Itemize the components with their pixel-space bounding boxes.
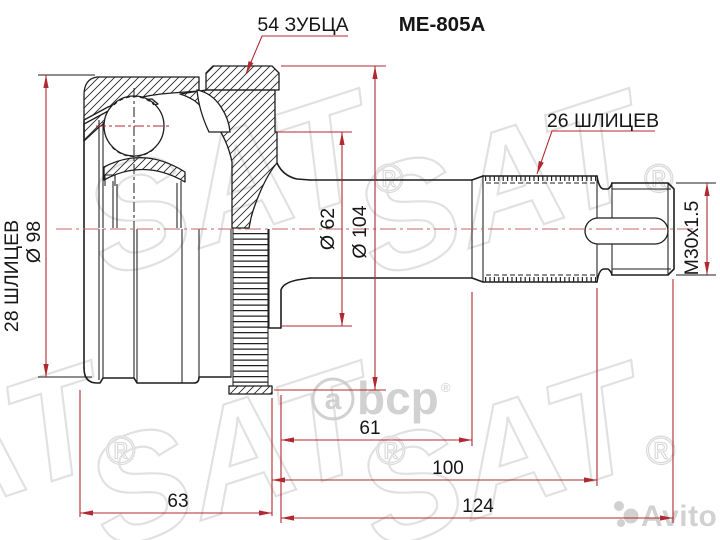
avito-dot-icon: [617, 519, 625, 527]
extension-lines-lengths: [79, 279, 674, 523]
registered-mark-icon: ®: [374, 157, 403, 201]
dimension-lines: [38, 35, 716, 523]
label-abs-teeth: 54 ЗУБЦА: [257, 14, 348, 36]
leader-outer-splines: [536, 130, 655, 175]
arrow-icon: [339, 132, 345, 145]
thread-outline: [611, 182, 675, 276]
abcp-circle-icon: [311, 377, 355, 421]
arrow-icon: [246, 61, 254, 74]
label-outer-splines: 26 ШЛИЦЕВ: [547, 110, 659, 132]
avito-watermark: Avito: [614, 500, 717, 533]
shaft-edges: [309, 179, 473, 279]
arrow-icon: [704, 262, 710, 275]
abs-ring-bottom-cap: [228, 385, 273, 395]
arrow-icon: [281, 515, 294, 521]
dim-label-61: 61: [359, 418, 380, 439]
arrow-icon: [660, 515, 673, 521]
extension-lines-black: [38, 74, 716, 378]
arrow-icon: [281, 437, 294, 443]
registered-mark-icon: ®: [644, 157, 673, 201]
arrow-icon: [372, 66, 378, 79]
abcp-registered-icon: ®: [441, 380, 451, 395]
avito-text: Avito: [641, 500, 717, 533]
arrow-icon: [272, 477, 285, 483]
ball-hidden-contour: [111, 146, 157, 158]
abs-ring-teeth-edges: [232, 229, 269, 386]
boss-bottom-and-fillet: [268, 277, 311, 329]
arrow-icon: [372, 377, 378, 390]
ball-track-pocket: [196, 89, 231, 133]
dim-label-d98: Ø 98: [23, 221, 45, 263]
relief-groove: [596, 175, 613, 283]
registered-mark-icon: ®: [106, 429, 135, 473]
inner-race-section: [103, 157, 186, 183]
arrow-icon: [80, 510, 93, 516]
arrow-icon: [259, 510, 272, 516]
leader-abs-teeth: [245, 35, 348, 75]
extension-lines-diameters: [274, 65, 386, 391]
arrow-icon: [704, 183, 710, 196]
part-number: ME-805A: [399, 13, 486, 36]
housing-wall-top: [83, 76, 200, 121]
registered-mark-icon: ®: [376, 429, 405, 473]
avito-dot-icon: [623, 508, 639, 524]
abcp-a-letter: a: [325, 383, 342, 416]
hub-lines: [112, 181, 182, 228]
arrow-icon: [339, 313, 345, 326]
arrow-icon: [43, 75, 49, 88]
spline-minor-dia: [486, 182, 596, 276]
circlip-groove: [104, 174, 116, 186]
registered-mark-icon: ®: [646, 429, 675, 473]
boot-groove-lines: [98, 229, 232, 383]
output-shaft: [309, 175, 675, 283]
dim-label-d104: Ø 104: [349, 205, 371, 258]
abs-ring-section: [205, 65, 280, 91]
dim-label-63: 63: [167, 491, 188, 512]
mouth-rim-lines: [98, 120, 104, 228]
neck-fillet-top: [276, 162, 311, 181]
arrow-icon: [537, 160, 544, 174]
dim-label-d62: Ø 62: [317, 208, 339, 250]
dim-label-100: 100: [432, 458, 464, 479]
label-inner-splines: 28 ШЛИЦЕВ: [1, 220, 23, 332]
abcp-text: bcp: [357, 372, 439, 424]
avito-dot-icon: [614, 501, 624, 511]
arrow-icon: [43, 364, 49, 377]
dim-label-124: 124: [462, 496, 494, 517]
arrow-icon: [584, 477, 597, 483]
labels: 54 ЗУБЦА ME-805A 26 ШЛИЦЕВ 28 ШЛИЦЕВ Ø 9…: [1, 13, 703, 517]
spline-chamfer: [471, 175, 484, 283]
cotter-pin-slot: [584, 217, 669, 245]
arrow-icon: [459, 437, 472, 443]
housing-back-wall: [179, 89, 278, 229]
dim-label-thread: M30x1.5: [681, 200, 703, 275]
centerlines: [56, 88, 696, 248]
abcp-watermark: a bcp ®: [311, 372, 451, 424]
